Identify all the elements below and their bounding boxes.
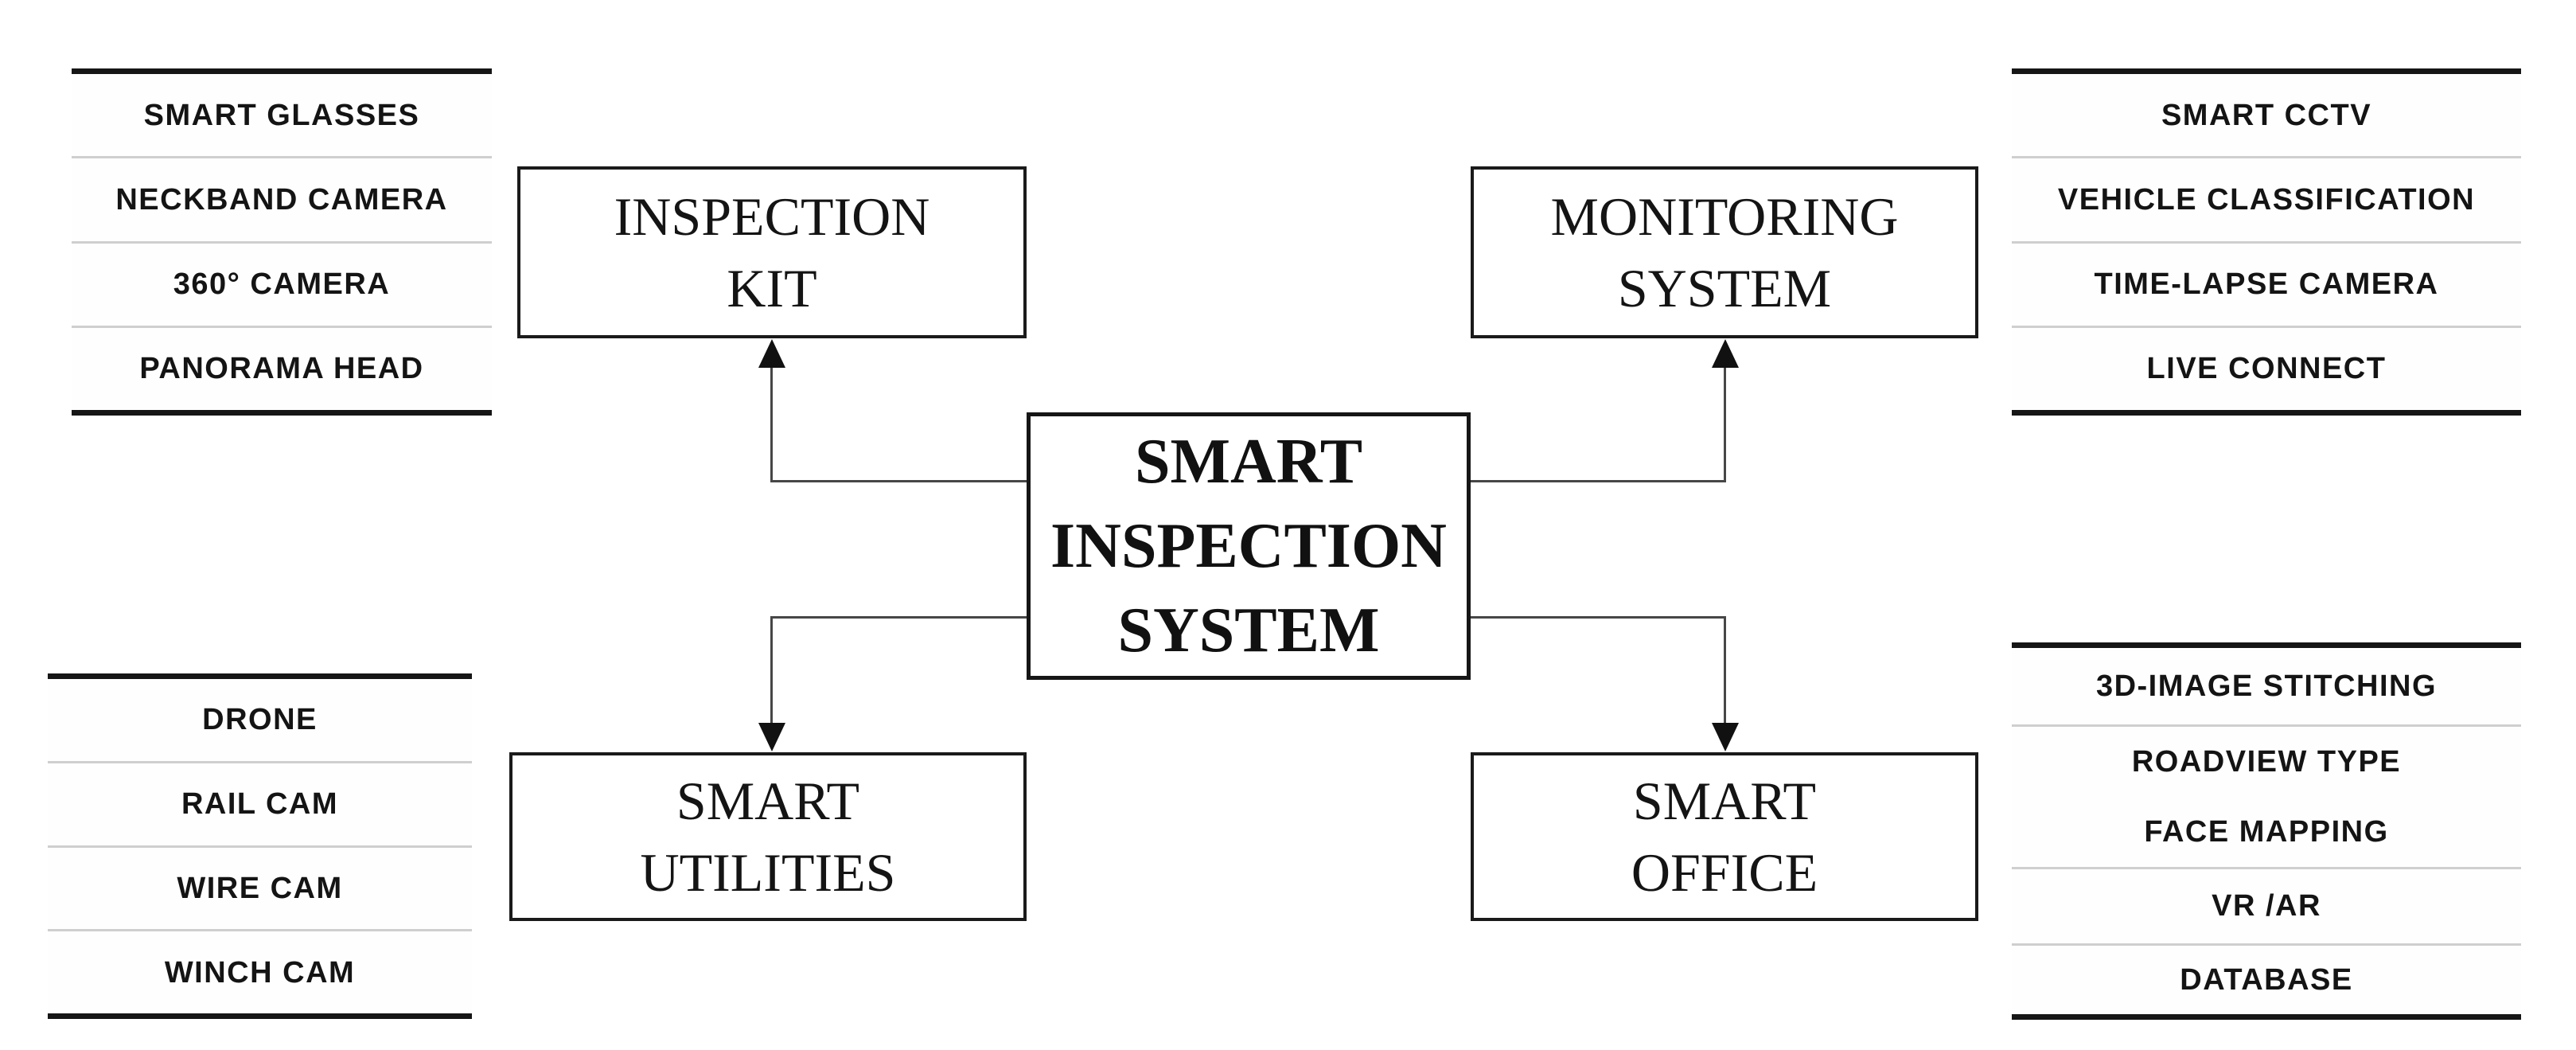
list-item-label: WINCH CAM bbox=[164, 955, 356, 989]
list-item-label: ROADVIEW TYPE bbox=[2131, 744, 2402, 779]
node-label: SMART bbox=[676, 771, 860, 831]
center-node-label: INSPECTION bbox=[1050, 511, 1447, 581]
node-label: OFFICE bbox=[1631, 842, 1818, 903]
arrow-up-icon bbox=[758, 339, 785, 368]
list-item: LIVE CONNECT bbox=[2012, 325, 2521, 410]
node-label: SMART bbox=[1632, 771, 1817, 831]
list-item: VR /AR bbox=[2012, 866, 2521, 943]
list-item-label: FACE MAPPING bbox=[2144, 814, 2389, 849]
list-item: 360° CAMERA bbox=[72, 240, 492, 326]
list-item-label: SMART CCTV bbox=[2161, 98, 2372, 132]
list-item-label: PANORAMA HEAD bbox=[139, 352, 424, 386]
connector-center-to-smart-utilities bbox=[770, 616, 773, 728]
list-item-label: TIME-LAPSE CAMERA bbox=[2094, 267, 2439, 302]
list-item: TIME-LAPSE CAMERA bbox=[2012, 240, 2521, 326]
list-item-label: NECKBAND CAMERA bbox=[115, 182, 448, 217]
list-item: SMART CCTV bbox=[2012, 74, 2521, 156]
arrow-down-icon bbox=[1712, 723, 1739, 751]
list-item: RAIL CAM bbox=[48, 760, 472, 845]
connector-center-to-inspection-kit bbox=[770, 360, 773, 482]
center-node-label: SYSTEM bbox=[1117, 595, 1380, 666]
list-item: 3D-IMAGE STITCHING bbox=[2012, 648, 2521, 724]
node-smart-inspection-system: SMART INSPECTION SYSTEM bbox=[1027, 412, 1471, 680]
node-label: INSPECTION bbox=[614, 186, 930, 247]
connector-center-to-inspection-kit bbox=[770, 480, 1027, 482]
list-item: DRONE bbox=[48, 679, 472, 761]
list-item-label: DRONE bbox=[202, 703, 318, 737]
connector-center-to-smart-office bbox=[1724, 616, 1726, 728]
connector-center-to-monitoring-system bbox=[1471, 480, 1725, 482]
list-item-label: WIRE CAM bbox=[177, 871, 343, 905]
node-monitoring-system: MONITORING SYSTEM bbox=[1471, 166, 1978, 338]
list-item-label: DATABASE bbox=[2180, 962, 2353, 997]
center-node-label: SMART bbox=[1134, 427, 1363, 497]
smart-utilities-components-list: DRONE RAIL CAM WIRE CAM WINCH CAM bbox=[48, 673, 472, 1019]
monitoring-system-components-list: SMART CCTV VEHICLE CLASSIFICATION TIME-L… bbox=[2012, 68, 2521, 416]
list-item-label: SMART GLASSES bbox=[143, 98, 420, 132]
list-item-label: VR /AR bbox=[2212, 889, 2321, 923]
list-item-label: VEHICLE CLASSIFICATION bbox=[2057, 182, 2476, 217]
node-inspection-kit: INSPECTION KIT bbox=[517, 166, 1027, 338]
list-item: VEHICLE CLASSIFICATION bbox=[2012, 156, 2521, 240]
list-item: WINCH CAM bbox=[48, 929, 472, 1013]
node-label: UTILITIES bbox=[640, 842, 896, 903]
list-item-label: RAIL CAM bbox=[181, 787, 339, 822]
list-item-label: 360° CAMERA bbox=[173, 267, 391, 302]
arrow-up-icon bbox=[1712, 339, 1739, 368]
list-item-label: LIVE CONNECT bbox=[2146, 352, 2387, 386]
list-item-label: 3D-IMAGE STITCHING bbox=[2095, 669, 2438, 703]
list-item: PANORAMA HEAD bbox=[72, 325, 492, 410]
list-item: ROADVIEW TYPE FACE MAPPING bbox=[2012, 724, 2521, 867]
connector-center-to-monitoring-system bbox=[1724, 360, 1726, 482]
node-label: KIT bbox=[727, 258, 817, 318]
list-item: NECKBAND CAMERA bbox=[72, 156, 492, 240]
inspection-kit-components-list: SMART GLASSES NECKBAND CAMERA 360° CAMER… bbox=[72, 68, 492, 416]
arrow-down-icon bbox=[758, 723, 785, 751]
smart-office-components-list: 3D-IMAGE STITCHING ROADVIEW TYPE FACE MA… bbox=[2012, 642, 2521, 1020]
node-label: SYSTEM bbox=[1617, 258, 1832, 318]
node-smart-utilities: SMART UTILITIES bbox=[509, 752, 1027, 921]
connector-center-to-smart-utilities bbox=[770, 616, 1027, 619]
node-label: MONITORING bbox=[1550, 186, 1899, 247]
list-item: DATABASE bbox=[2012, 943, 2521, 1014]
connector-center-to-smart-office bbox=[1471, 616, 1725, 619]
node-smart-office: SMART OFFICE bbox=[1471, 752, 1978, 921]
list-item: WIRE CAM bbox=[48, 845, 472, 930]
list-item: SMART GLASSES bbox=[72, 74, 492, 156]
